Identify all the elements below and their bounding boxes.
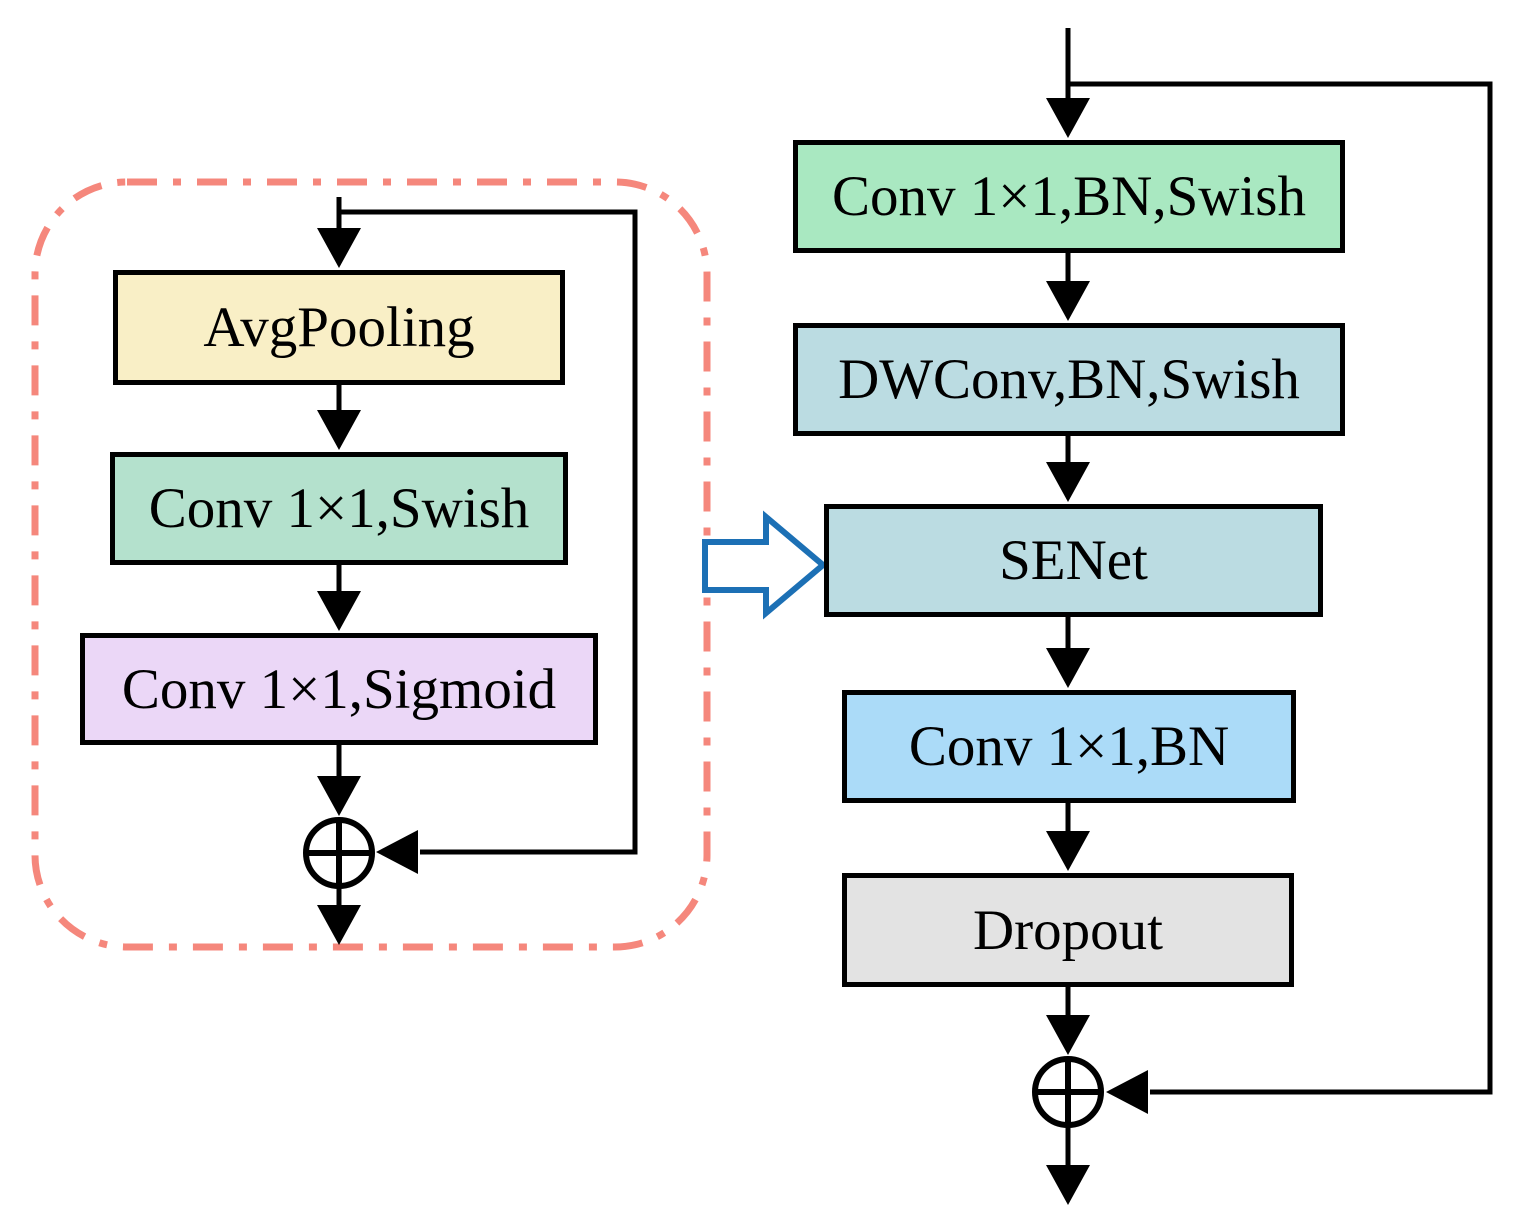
se-merge-operator-icon: [303, 817, 375, 889]
main-merge-operator-icon: [1032, 1056, 1104, 1128]
arrow-head-icon: [1046, 1165, 1090, 1205]
arrow-avgpool-to-convswish: [317, 385, 361, 450]
main-input-arrow: [1046, 28, 1090, 138]
arrow-convsigmoid-to-merge: [317, 745, 361, 816]
node-conv1x1-swish: Conv 1×1,Swish: [110, 452, 568, 565]
node-avgpooling: AvgPooling: [113, 270, 565, 385]
arrow-dropout-to-merge: [1046, 987, 1090, 1055]
arrow-convbn-to-dropout: [1046, 803, 1090, 871]
arrow-head-icon: [1046, 98, 1090, 138]
arrow-head-icon: [1046, 462, 1090, 502]
se-skip-connection-line: [339, 209, 638, 855]
node-conv1x1-bn-swish: Conv 1×1,BN,Swish: [793, 140, 1345, 253]
arrow-dwconv-to-senet: [1046, 436, 1090, 502]
node-senet: SENet: [824, 504, 1323, 617]
arrow-head-icon: [317, 905, 361, 945]
arrow-head-icon: [1046, 281, 1090, 321]
node-conv1x1-bn: Conv 1×1,BN: [842, 690, 1296, 803]
node-dropout-label: Dropout: [973, 898, 1163, 962]
node-avgpooling-label: AvgPooling: [203, 296, 475, 359]
node-dwconv-bn-swish-label: DWConv,BN,Swish: [838, 348, 1300, 411]
arrow-head-icon: [1046, 1015, 1090, 1055]
arrow-head-icon: [317, 591, 361, 631]
main-skip-arrow-head-icon: [1106, 1070, 1148, 1114]
node-senet-label: SENet: [999, 529, 1148, 592]
se-input-arrow: [317, 197, 361, 268]
main-output-arrow: [1046, 1125, 1090, 1205]
se-skip-arrow-head-icon: [376, 830, 418, 874]
arrow-convbnswish-to-dwconv: [1046, 253, 1090, 321]
node-conv1x1-swish-label: Conv 1×1,Swish: [148, 477, 530, 540]
arrow-senet-to-convbn: [1046, 617, 1090, 688]
main-skip-connection-line: [1068, 81, 1493, 1095]
arrow-head-icon: [317, 776, 361, 816]
arrow-head-icon: [317, 228, 361, 268]
node-dropout: Dropout: [842, 873, 1294, 987]
arrow-convswish-to-convsigmoid: [317, 565, 361, 631]
arrow-head-icon: [1046, 648, 1090, 688]
node-dwconv-bn-swish: DWConv,BN,Swish: [793, 323, 1345, 436]
se-output-arrow: [317, 886, 361, 945]
expand-arrow-icon: [702, 510, 828, 620]
node-conv1x1-sigmoid: Conv 1×1,Sigmoid: [80, 633, 598, 745]
arrow-head-icon: [1046, 831, 1090, 871]
node-conv1x1-sigmoid-label: Conv 1×1,Sigmoid: [121, 657, 557, 721]
arrow-head-icon: [317, 410, 361, 450]
node-conv1x1-bn-swish-label: Conv 1×1,BN,Swish: [832, 165, 1306, 228]
node-conv1x1-bn-label: Conv 1×1,BN: [908, 715, 1230, 778]
